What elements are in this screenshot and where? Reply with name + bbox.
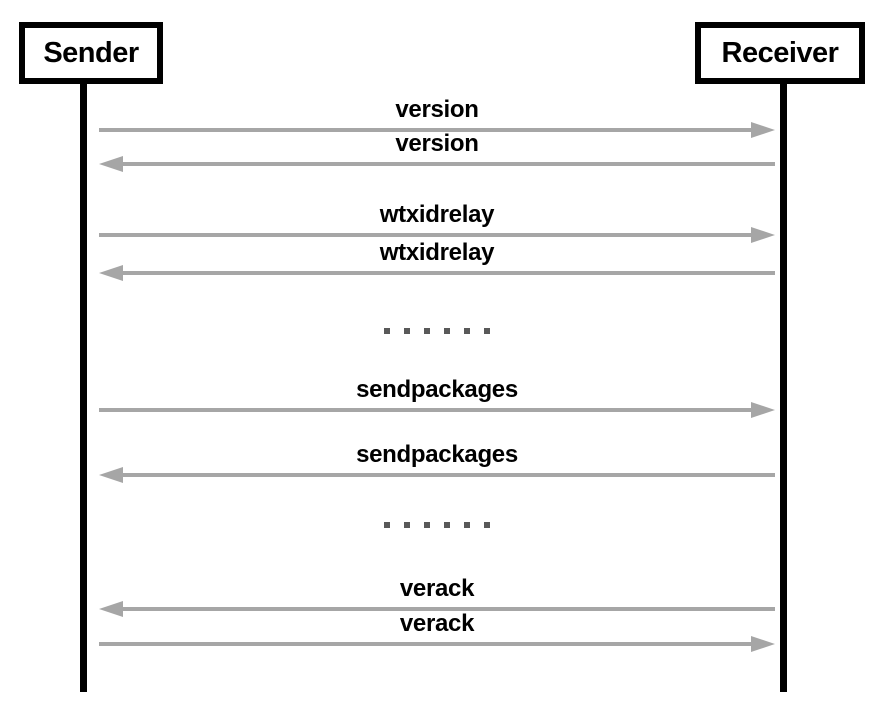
message-label: version	[395, 96, 479, 123]
message-arrow	[99, 402, 775, 418]
arrow-shaft	[119, 607, 775, 611]
arrowhead-icon	[99, 265, 123, 281]
message-row: wtxidrelay	[99, 241, 775, 281]
arrowhead-icon	[99, 601, 123, 617]
ellipsis-dot	[384, 328, 390, 334]
receiver-lifeline	[780, 83, 787, 692]
arrow-shaft	[99, 233, 755, 237]
ellipsis-dot	[424, 522, 430, 528]
sender-lifeline	[80, 83, 87, 692]
message-label: wtxidrelay	[379, 239, 495, 266]
participant-receiver-label: Receiver	[721, 36, 839, 69]
message-arrow	[99, 122, 775, 138]
ellipsis-dot	[384, 522, 390, 528]
arrow-shaft	[99, 642, 755, 646]
arrow-shaft	[119, 271, 775, 275]
message-label: wtxidrelay	[379, 201, 495, 228]
arrow-shaft	[99, 128, 755, 132]
message-label: sendpackages	[356, 441, 518, 468]
participant-receiver: Receiver	[695, 22, 865, 84]
message-row: verack	[99, 612, 775, 652]
arrow-shaft	[99, 408, 755, 412]
arrowhead-icon	[751, 636, 775, 652]
ellipsis-dot	[424, 328, 430, 334]
ellipsis-dot	[404, 522, 410, 528]
ellipsis-dot	[464, 522, 470, 528]
message-arrow	[99, 601, 775, 617]
message-label: verack	[399, 610, 475, 637]
ellipsis-row	[99, 521, 775, 529]
message-arrow	[99, 227, 775, 243]
arrowhead-icon	[751, 227, 775, 243]
message-label: version	[395, 130, 479, 157]
message-arrow	[99, 636, 775, 652]
message-arrow	[99, 265, 775, 281]
arrowhead-icon	[751, 122, 775, 138]
message-row: sendpackages	[99, 443, 775, 483]
message-label: sendpackages	[356, 376, 518, 403]
message-row: version	[99, 132, 775, 172]
message-arrow	[99, 467, 775, 483]
participant-sender-label: Sender	[43, 36, 139, 69]
arrowhead-icon	[751, 402, 775, 418]
ellipsis-row	[99, 327, 775, 335]
message-row: wtxidrelay	[99, 203, 775, 243]
participant-sender: Sender	[19, 22, 163, 84]
message-row: sendpackages	[99, 378, 775, 418]
message-row: verack	[99, 577, 775, 617]
arrowhead-icon	[99, 156, 123, 172]
message-label: verack	[399, 575, 475, 602]
ellipsis-dot	[464, 328, 470, 334]
ellipsis-dot	[404, 328, 410, 334]
arrowhead-icon	[99, 467, 123, 483]
message-row: version	[99, 98, 775, 138]
arrow-shaft	[119, 162, 775, 166]
ellipsis-dot	[444, 522, 450, 528]
ellipsis-dot	[484, 522, 490, 528]
ellipsis-dot	[484, 328, 490, 334]
message-arrow	[99, 156, 775, 172]
ellipsis-dot	[444, 328, 450, 334]
arrow-shaft	[119, 473, 775, 477]
